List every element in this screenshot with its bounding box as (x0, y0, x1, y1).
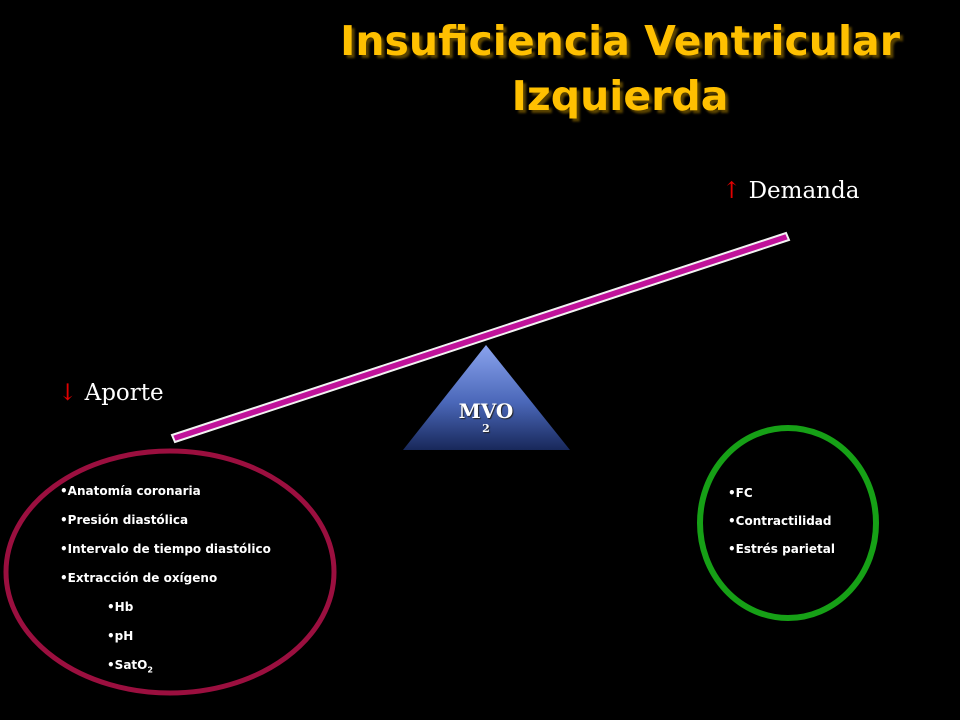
demand-ellipse (697, 425, 879, 621)
list-item: FC (728, 485, 835, 513)
sato2-text: SatO (114, 658, 148, 672)
list-item: Contractilidad (728, 513, 835, 541)
supply-ellipse (3, 448, 337, 696)
demand-label: ↑ Demanda (722, 178, 859, 204)
fulcrum-label: MVO 2 (448, 400, 524, 436)
list-item: Anatomía coronaria (60, 483, 271, 512)
title-line-1: Insuficiencia Ventricular (340, 17, 900, 65)
demand-text: Demanda (748, 178, 860, 204)
up-arrow-icon: ↑ (722, 178, 742, 204)
sato2-subscript: 2 (147, 665, 153, 675)
list-item-hb: Hb (60, 599, 271, 628)
mvo-subscript: 2 (482, 422, 490, 435)
list-item-ph: pH (60, 628, 271, 657)
title-line-2: Izquierda (511, 72, 729, 120)
list-item-sato2: SatO2 (60, 657, 271, 686)
slide-title: Insuficiencia Ventricular Izquierda (300, 14, 940, 124)
list-item: Extracción de oxígeno (60, 570, 271, 599)
list-item: Estrés parietal (728, 541, 835, 569)
supply-label: ↓ Aporte (58, 380, 164, 406)
down-arrow-icon: ↓ (58, 380, 78, 406)
supply-text: Aporte (84, 380, 164, 406)
supply-factors-list: Anatomía coronaria Presión diastólica In… (60, 483, 271, 686)
demand-factors-list: FC Contractilidad Estrés parietal (728, 485, 835, 569)
fulcrum-triangle (403, 345, 570, 450)
seesaw-beam (170, 231, 791, 444)
list-item: Intervalo de tiempo diastólico (60, 541, 271, 570)
list-item: Presión diastólica (60, 512, 271, 541)
mvo-text: MVO (458, 399, 514, 423)
